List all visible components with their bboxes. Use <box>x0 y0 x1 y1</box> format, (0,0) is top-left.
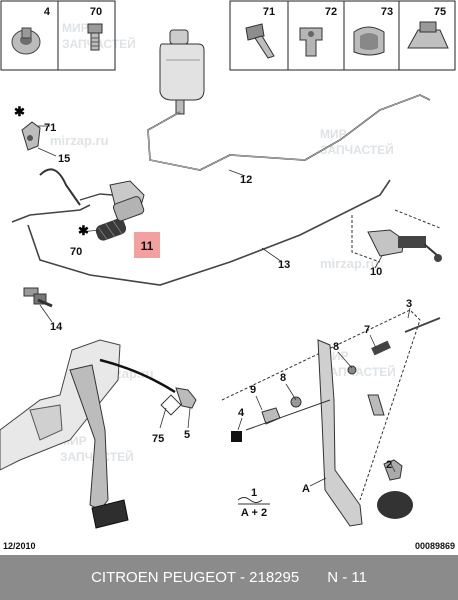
part-label-75: 75 <box>434 6 446 18</box>
callout-3: 3 <box>406 298 412 310</box>
banner-ref: N - 11 <box>327 569 367 586</box>
part-label-70: 70 <box>90 6 102 18</box>
leader-lines <box>37 125 411 487</box>
clutch-pedal-exploded <box>221 309 441 527</box>
part-label-73: 73 <box>381 6 393 18</box>
callout-12: 12 <box>240 174 252 186</box>
callout-14: 14 <box>50 321 63 333</box>
callout-10: 10 <box>370 266 382 278</box>
watermark-line1: МИР <box>320 127 347 141</box>
fluid-reservoir <box>159 29 205 115</box>
cable-clip-part-icon <box>407 21 449 49</box>
washer-part-icon <box>11 27 41 55</box>
bolt-part-icon <box>87 23 103 51</box>
diagram-code: 00089869 <box>415 541 455 551</box>
callout-70: 70 <box>70 246 82 258</box>
watermark-line1: МИР <box>62 21 89 35</box>
callout-15: 15 <box>58 153 70 165</box>
callout-13: 13 <box>278 259 290 271</box>
feed-hose <box>39 168 81 206</box>
callout-5: 5 <box>184 429 190 441</box>
bolt-part-14 <box>23 287 53 308</box>
watermark-line2: ЗАПЧАСТЕЙ <box>320 142 394 157</box>
watermark-url: mirzap.ru <box>320 256 379 271</box>
callout-11: 11 <box>141 239 154 253</box>
callout-71: 71 <box>44 122 56 134</box>
bracket-part-15 <box>21 121 41 151</box>
highlight-box-11 <box>134 232 160 258</box>
callout-1: 1 <box>251 487 257 499</box>
watermark-url: mirzap.ru <box>50 133 109 148</box>
callout-8: 8 <box>333 341 339 353</box>
part-banner: CITROEN PEUGEOT - 218295 N - 11 <box>0 555 458 600</box>
parts-diagram: МИР ЗАПЧАСТЕЙ МИР ЗАПЧАСТЕЙ mirzap.ru mi… <box>0 0 456 551</box>
callout-4: 4 <box>238 407 245 419</box>
callout-75: 75 <box>152 433 164 445</box>
pedal-assembly <box>0 339 197 529</box>
parts-box-right: 71 72 73 75 <box>229 0 456 71</box>
part-label-4: 4 <box>44 6 51 18</box>
watermark-line2: ЗАПЧАСТЕЙ <box>322 364 396 379</box>
screw-part-icon <box>245 23 275 59</box>
square-part-4 <box>231 431 242 442</box>
part-label-72: 72 <box>325 6 337 18</box>
detail-part-10 <box>351 209 442 263</box>
part-label-71: 71 <box>263 6 275 18</box>
parts-box-left: 4 70 <box>0 0 116 71</box>
diagram-date: 12/2010 <box>3 541 36 551</box>
callout-2: 2 <box>386 459 392 471</box>
master-cylinder <box>95 180 145 241</box>
callouts: 71 15 70 11 12 13 10 14 3 7 8 8 9 4 5 75… <box>44 122 412 519</box>
banner-title: CITROEN PEUGEOT - 218295 <box>91 569 300 586</box>
clip-part-icon <box>299 27 323 57</box>
callout-9: 9 <box>250 384 256 396</box>
callout-a: A <box>302 483 310 495</box>
pipe-13 <box>11 179 391 286</box>
callout-8: 8 <box>280 372 286 384</box>
callout-7: 7 <box>364 324 370 336</box>
star-marker-icon: ✱ <box>14 104 25 119</box>
callout-a-plus-2: A + 2 <box>241 507 267 519</box>
star-marker-icon: ✱ <box>78 223 89 238</box>
bracket-clip-part-icon <box>353 26 385 56</box>
